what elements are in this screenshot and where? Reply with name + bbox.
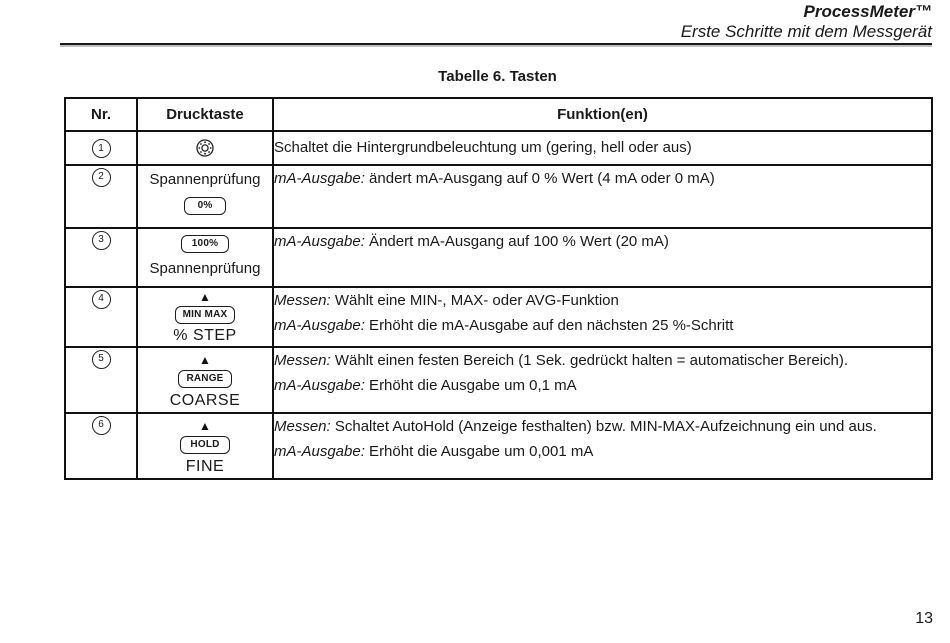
function-text: Erhöht die mA-Ausgabe auf den nächsten 2… — [364, 317, 734, 334]
backlight-icon — [196, 139, 214, 157]
nr-badge: 1 — [91, 139, 111, 159]
function-text: Erhöht die Ausgabe um 0,001 mA — [364, 443, 594, 460]
function-lead: Messen: — [274, 352, 331, 369]
function-lead: mA-Ausgabe: — [274, 317, 365, 334]
document-title: ProcessMeter™ — [803, 2, 932, 21]
key-sublabel: COARSE — [169, 392, 241, 409]
table-row: 5 ▲ RANGE COARSE Messen: Wählt einen fes… — [64, 346, 933, 414]
function-line: Messen: Wählt einen festen Bereich (1 Se… — [274, 348, 931, 373]
col-header-nr: Nr. — [64, 97, 138, 132]
function-text: Wählt einen festen Bereich (1 Sek. gedrü… — [330, 352, 849, 369]
function-text: Wählt eine MIN-, MAX- oder AVG-Funktion — [330, 292, 619, 309]
zero-percent-key: 0% — [183, 197, 227, 215]
hold-key: HOLD — [180, 436, 230, 454]
nr-badge: 3 — [91, 230, 111, 250]
table-row: 1 Schaltet die Hintergrundbeleuchtung um… — [64, 130, 933, 166]
function-text: Ändert mA-Ausgang auf 100 % Wert (20 mA) — [364, 233, 669, 250]
nr-badge: 5 — [91, 349, 111, 369]
table-row: 3 100% Spannenprüfung mA-Ausgabe: Ändert… — [64, 227, 933, 288]
arrow-up-icon: ▲ — [199, 290, 211, 304]
function-line: mA-Ausgabe: Erhöht die Ausgabe um 0,1 mA — [274, 373, 931, 398]
table-row: 2 Spannenprüfung 0% mA-Ausgabe: ändert m… — [64, 164, 933, 229]
nr-badge: 4 — [91, 289, 111, 309]
chapter-subtitle: Erste Schritte mit dem Messgerät — [680, 22, 932, 41]
key-label: Spannenprüfung — [149, 171, 261, 188]
header-rule — [60, 43, 932, 45]
range-key: RANGE — [178, 370, 232, 388]
hundred-percent-key: 100% — [180, 235, 230, 253]
key-sublabel: FINE — [185, 458, 225, 475]
function-lead: mA-Ausgabe: — [274, 233, 365, 250]
function-line: Schaltet die Hintergrundbeleuchtung um (… — [274, 139, 931, 157]
function-line: mA-Ausgabe: Ändert mA-Ausgang auf 100 % … — [274, 229, 931, 254]
table-row: 6 ▲ HOLD FINE Messen: Schaltet AutoHold … — [64, 412, 933, 480]
arrow-up-icon: ▲ — [199, 353, 211, 367]
function-line: mA-Ausgabe: ändert mA-Ausgang auf 0 % We… — [274, 166, 931, 191]
function-text: Erhöht die Ausgabe um 0,1 mA — [364, 377, 577, 394]
arrow-up-icon: ▲ — [199, 419, 211, 433]
function-line: mA-Ausgabe: Erhöht die Ausgabe um 0,001 … — [274, 439, 931, 464]
col-header-funktionen: Funktion(en) — [272, 97, 933, 132]
table-row: 4 ▲ MIN MAX % STEP Messen: Wählt eine MI… — [64, 286, 933, 348]
page-number: 13 — [915, 610, 933, 627]
function-lead: mA-Ausgabe: — [274, 377, 365, 394]
function-line: mA-Ausgabe: Erhöht die mA-Ausgabe auf de… — [274, 313, 931, 338]
running-header: ProcessMeter™ Erste Schritte mit dem Mes… — [681, 2, 932, 42]
nr-badge: 6 — [91, 415, 111, 435]
function-line: Messen: Wählt eine MIN-, MAX- oder AVG-F… — [274, 288, 931, 313]
min-max-key: MIN MAX — [174, 306, 236, 324]
col-header-drucktaste: Drucktaste — [136, 97, 274, 132]
table-header-row: Nr. Drucktaste Funktion(en) — [64, 97, 933, 132]
table-caption: Tabelle 6. Tasten — [438, 68, 557, 85]
function-lead: Messen: — [274, 292, 331, 309]
key-sublabel: % STEP — [173, 327, 237, 344]
nr-badge: 2 — [91, 167, 111, 187]
function-text: ändert mA-Ausgang auf 0 % Wert (4 mA ode… — [364, 170, 715, 187]
function-line: Messen: Schaltet AutoHold (Anzeige festh… — [274, 414, 931, 439]
function-text: Schaltet die Hintergrundbeleuchtung um (… — [274, 139, 692, 156]
function-lead: mA-Ausgabe: — [274, 443, 365, 460]
function-lead: Messen: — [274, 418, 331, 435]
key-label: Spannenprüfung — [149, 260, 261, 277]
function-lead: mA-Ausgabe: — [274, 170, 365, 187]
keys-table: Nr. Drucktaste Funktion(en) 1 — [64, 97, 933, 480]
function-text: Schaltet AutoHold (Anzeige festhalten) b… — [330, 418, 877, 435]
